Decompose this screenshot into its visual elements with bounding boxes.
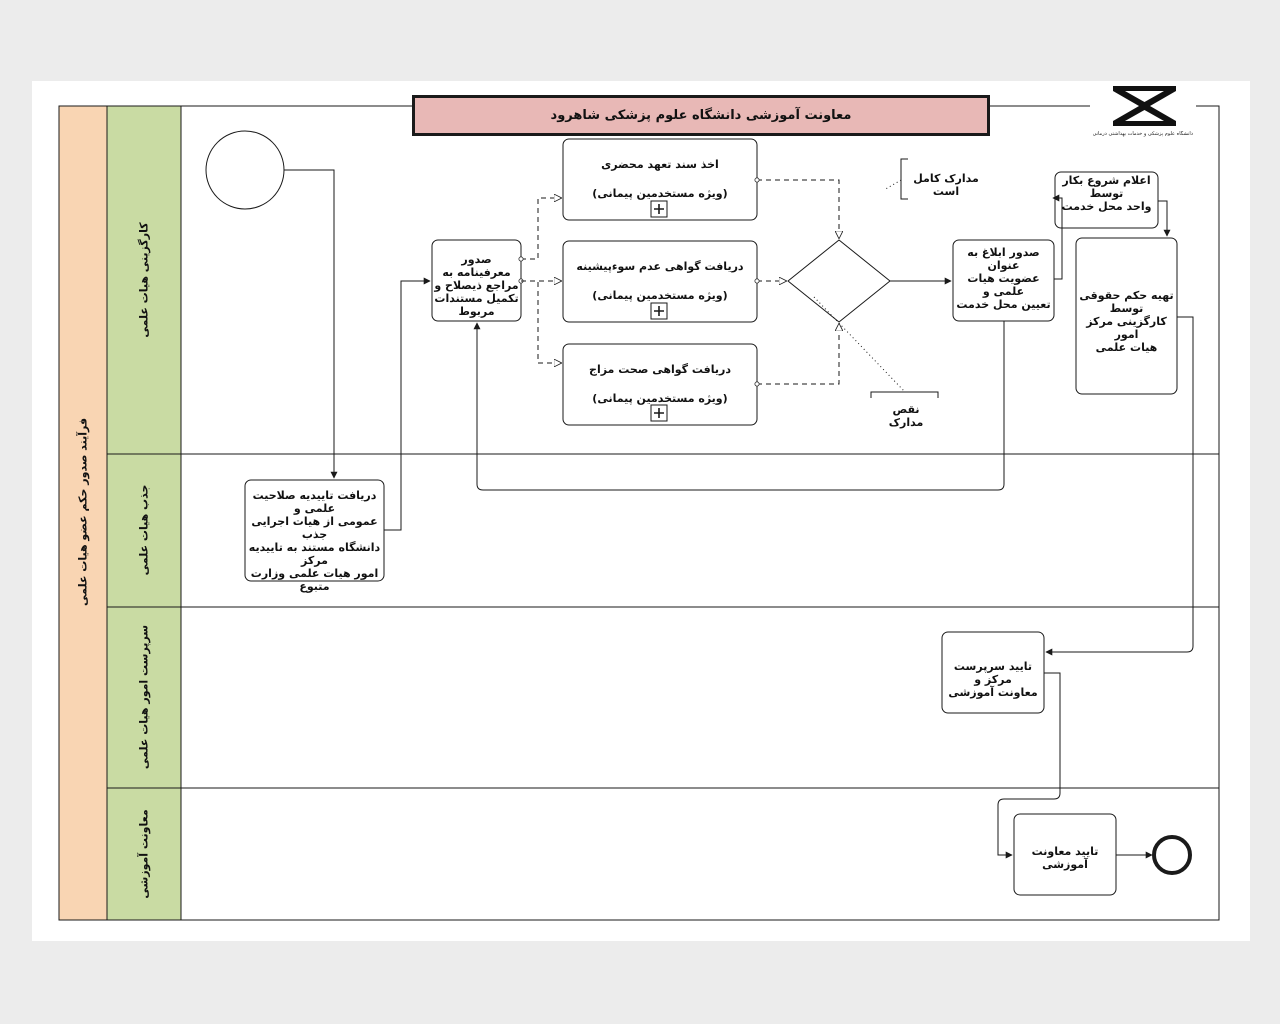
pool-label: فرآیند صدور حکم عضو هیات علمی (76, 417, 90, 607)
task-health-certificate-note: (ویژه مستخدمین پیمانی) (592, 392, 728, 405)
subprocess-plus-icon (650, 200, 668, 218)
task-supervisor-approval-label: تایید سرپرست مرکز و معاونت آموزشی (948, 660, 1038, 699)
task-prepare-decree (1075, 237, 1178, 395)
flow-introduction-to-commitment (521, 198, 561, 259)
flow-decree-to-supervisor (1045, 316, 1194, 656)
task-attendance-commitment-note: (ویژه مستخدمین پیمانی) (592, 187, 728, 200)
lane-header-personnel (106, 105, 182, 455)
flow-incomplete-loop (473, 321, 1005, 491)
task-attendance-commitment-label: اخذ سند تعهد محضری (601, 158, 719, 171)
lane-label-supervisor: سرپرست امور هیات علمی (137, 624, 151, 770)
task-issue-introduction-label: صدور معرفینامه به مراجع ذیصلاح و تکمیل م… (434, 253, 519, 318)
logo-caption: دانشگاه علوم پزشکی و خدمات بهداشتی درمان… (1093, 131, 1193, 137)
start-event (205, 130, 285, 210)
flow-start-to-approval (284, 169, 338, 479)
university-logo-icon (1090, 84, 1196, 130)
flow-commitment-to-gateway (757, 180, 839, 238)
pool-frame (58, 105, 1220, 921)
task-issue-notice-label: صدور ابلاغ به عنوان عضویت هیات علمی و تع… (956, 246, 1051, 311)
annotation-complete-documents: مدارک کامل است (913, 172, 979, 198)
page-title: معاونت آموزشی دانشگاه علوم پزشکی شاهرود (412, 95, 990, 136)
lane-label-recruitment: جذب هیات علمی (137, 484, 151, 576)
task-start-announcement-label: اعلام شروع بکار توسط واحد محل خدمت (1061, 174, 1152, 213)
annotation-link-complete (883, 179, 902, 191)
pool-header (58, 105, 108, 921)
flow-approval-to-introduction (384, 277, 431, 531)
lane-header-recruitment (106, 453, 182, 608)
flow-introduction-to-health (521, 280, 561, 363)
flow-notice-to-announcement (1052, 194, 1063, 280)
exclusive-gateway (787, 239, 891, 323)
task-prepare-decree-label: تهیه حکم حقوقی توسط کارگزینی مرکز امور ه… (1079, 289, 1174, 354)
end-event (1152, 835, 1192, 875)
flow-health-to-gateway (757, 324, 839, 384)
task-no-criminal-record-label: دریافت گواهی عدم سوءپیشینه (576, 260, 744, 273)
flow-supervisor-to-vice (997, 672, 1061, 859)
subprocess-plus-icon (650, 404, 668, 422)
annotation-bracket-complete (900, 158, 908, 200)
flow-announcement-to-decree (1158, 200, 1171, 237)
subprocess-plus-icon (650, 302, 668, 320)
lane-label-vice-chancellor: معاونت آموزشی (137, 809, 151, 899)
task-vice-chancellor-approval-label: تایید معاونت آموزشی (1031, 845, 1099, 871)
lane-label-personnel: کارگزینی هیات علمی (137, 222, 151, 338)
annotation-bracket-incomplete (870, 391, 939, 398)
lane-header-vice-chancellor (106, 787, 182, 921)
annotation-incomplete-documents: نقص مدارک (888, 403, 924, 429)
task-health-certificate-label: دریافت گواهی صحت مزاج (589, 363, 731, 376)
task-no-criminal-record-note: (ویژه مستخدمین پیمانی) (592, 289, 728, 302)
task-receive-approval-label: دریافت تاییدیه صلاحیت علمی و عمومی از هی… (248, 489, 381, 593)
